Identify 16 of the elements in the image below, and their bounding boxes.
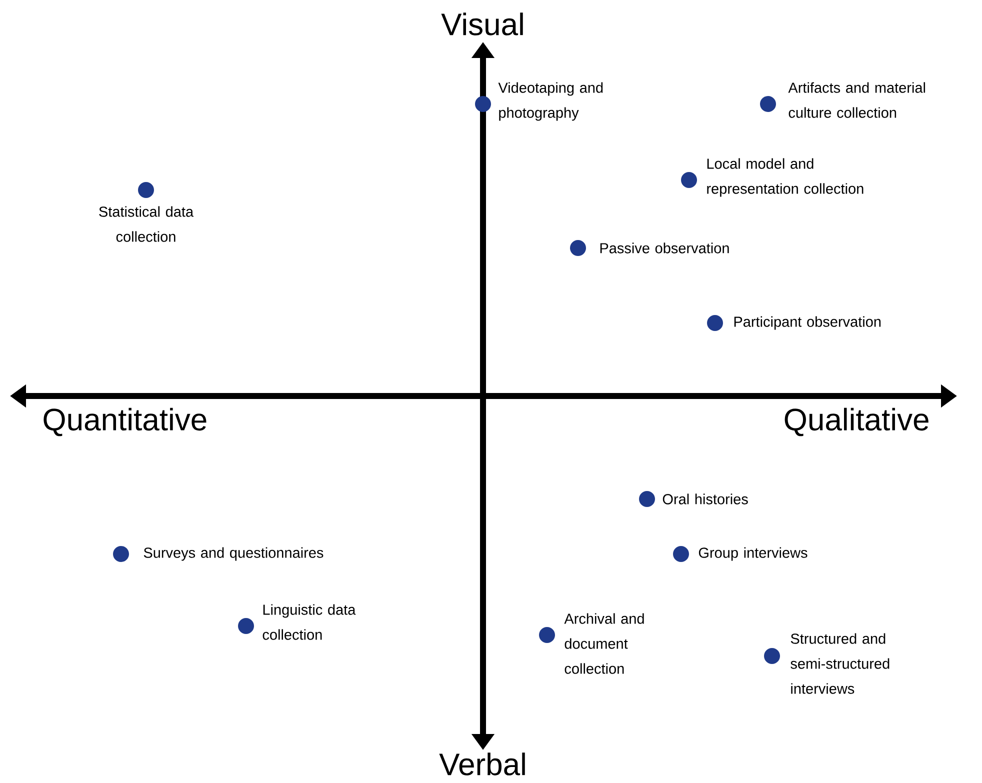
point-label: Group interviews [698, 547, 808, 561]
point-label: Surveys and questionnaires [144, 547, 324, 561]
point-label: Artifacts and material culture collection [788, 82, 926, 118]
axis-label: Visual [441, 12, 523, 36]
point-label: Local model and representation collection [707, 158, 864, 197]
point-label: Oral histories [662, 494, 748, 504]
axis-label: Qualitative [784, 408, 928, 436]
point-label: Archival and document collection [564, 613, 644, 674]
point-label: Participant observation [734, 316, 881, 330]
point-label: Passive observation [600, 242, 729, 254]
point-label: Linguistic data collection [262, 604, 356, 640]
axis-label: Verbal [439, 752, 525, 776]
point-label: Structured and semi-structured interviews [790, 633, 890, 694]
point-label: Videotaping and photography [498, 82, 603, 121]
point-label: Statistical data collection [99, 206, 194, 242]
axis-label: Quantitative [44, 408, 206, 436]
